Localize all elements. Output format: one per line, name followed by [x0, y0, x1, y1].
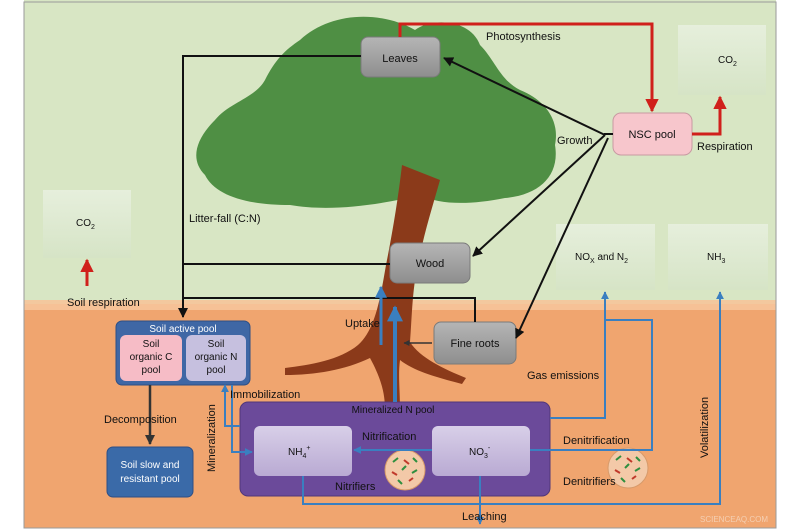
- nox-card: [556, 224, 655, 290]
- tree-trunk: [285, 165, 466, 410]
- soil-slow-pool-label-1: Soil slow and: [121, 460, 180, 471]
- nitrification-label: Nitrification: [362, 431, 416, 443]
- gas-emissions-label: Gas emissions: [527, 370, 600, 382]
- co2-top-label: CO2: [718, 55, 737, 68]
- soil-organic-c-pool-label-2: organic C: [130, 352, 173, 363]
- growth-label: Growth: [557, 135, 592, 147]
- nsc-pool-label: NSC pool: [628, 129, 675, 141]
- litter-fall-arrow: [178, 55, 361, 318]
- no3-label: NO3-: [469, 445, 491, 460]
- soil-slow-pool-label-2: resistant pool: [120, 474, 179, 485]
- soil-organic-c-pool-label-3: pool: [142, 365, 161, 376]
- growth-to-fine-roots-arrow: [515, 137, 609, 339]
- soil-slow-pool-box: [106, 446, 194, 498]
- photosynthesis-label: Photosynthesis: [486, 31, 561, 43]
- denitrification-label: Denitrification: [563, 435, 630, 447]
- immobilization-arrow: [221, 384, 240, 427]
- mineralized-n-pool-label: Mineralized N pool: [352, 405, 435, 416]
- fine-roots-litter-line: [183, 297, 476, 322]
- respiration-label: Respiration: [697, 141, 753, 153]
- nox-label: NOX and N2: [575, 252, 628, 265]
- soil-organic-n-pool-label-2: organic N: [195, 352, 238, 363]
- co2-left-card: [43, 190, 131, 258]
- leaves-label: Leaves: [382, 53, 418, 65]
- co2-left-label: CO2: [76, 218, 95, 231]
- denitrifiers-label: Denitrifiers: [563, 476, 616, 488]
- soil-active-pool-label: Soil active pool: [149, 324, 216, 335]
- fine-roots-label: Fine roots: [451, 338, 500, 350]
- wood-label: Wood: [416, 258, 445, 270]
- nitrifiers-microbes-icon: [384, 449, 426, 491]
- uptake-label: Uptake: [345, 318, 380, 330]
- co2-top-card: [678, 25, 766, 95]
- no3-box: [432, 426, 530, 476]
- watermark: SCIENCEAQ.COM: [700, 515, 768, 524]
- litter-fall-label: Litter-fall (C:N): [189, 213, 261, 225]
- mineralization-arrow: [231, 385, 253, 456]
- soil-organic-n-pool-label-3: pool: [207, 365, 226, 376]
- growth-to-leaves-arrow: [443, 57, 606, 136]
- nh4-label: NH4+: [288, 445, 310, 460]
- volatilization-label: Volatilization: [699, 397, 711, 458]
- leaching-label: Leaching: [462, 511, 507, 523]
- volatilization-arrow: [302, 291, 724, 505]
- mineralization-label: Mineralization: [206, 404, 218, 472]
- photosynthesis-arrow: [398, 22, 659, 113]
- growth-to-wood-arrow: [472, 134, 606, 257]
- nh4-box: [254, 426, 352, 476]
- soil-organic-c-pool-label-1: Soil: [143, 339, 160, 350]
- soil-respiration-label: Soil respiration: [67, 297, 140, 309]
- soil-organic-n-pool-label-1: Soil: [208, 339, 225, 350]
- immobilization-label: Immobilization: [230, 389, 300, 401]
- diagram-frame: [23, 1, 777, 529]
- nh3-label: NH3: [707, 252, 725, 265]
- respiration-arrow: [692, 95, 727, 136]
- nh3-card: [668, 224, 768, 290]
- decomposition-label: Decomposition: [104, 414, 177, 426]
- soil-organic-n-pool-box: [186, 335, 246, 381]
- soil-organic-c-pool-box: [120, 335, 182, 381]
- gas-emissions-arrow: [550, 291, 609, 419]
- nitrifiers-label: Nitrifiers: [335, 481, 376, 493]
- denitrifiers-microbes-icon: [607, 447, 649, 489]
- denitrification-arrow: [530, 319, 653, 451]
- tree-canopy: [196, 16, 556, 208]
